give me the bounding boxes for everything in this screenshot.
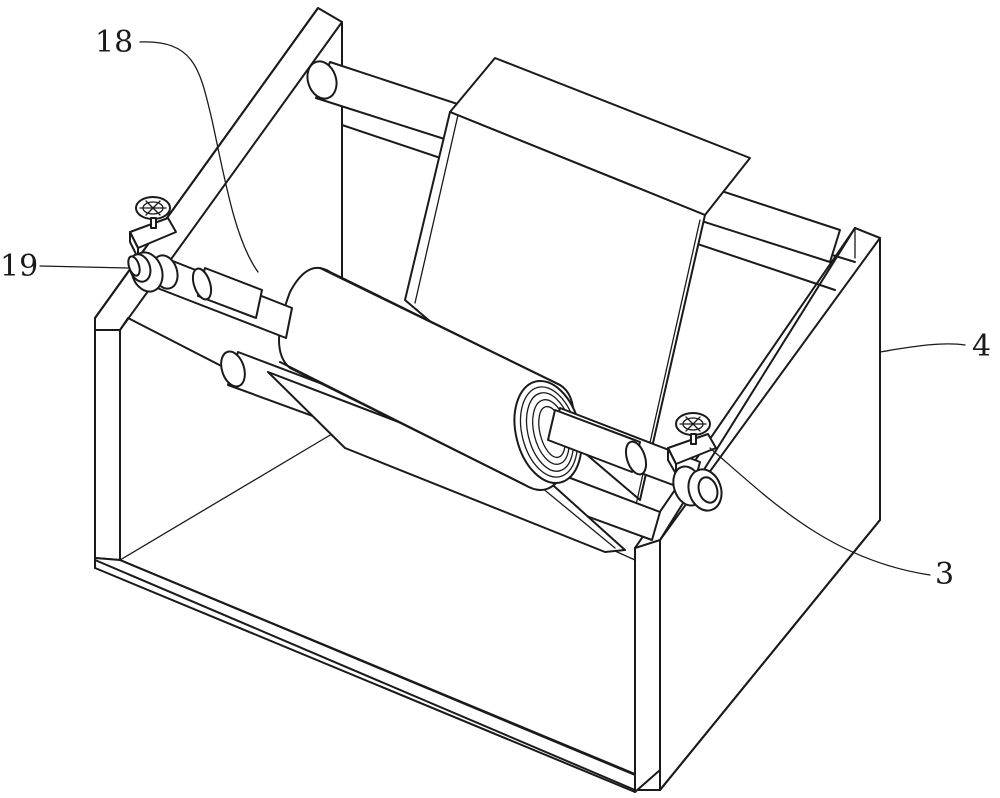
leader-4 <box>879 343 966 353</box>
leader-lines <box>39 41 966 576</box>
front-right-panel <box>634 539 661 793</box>
floor-outer <box>94 557 661 791</box>
leader-3 <box>709 447 931 576</box>
label-4: 4 <box>972 329 991 364</box>
left-knob <box>135 196 171 229</box>
right-knob <box>675 412 711 445</box>
front-left-post <box>94 329 121 561</box>
leader-19 <box>39 265 129 269</box>
label-19: 19 <box>0 249 38 284</box>
leader-18 <box>139 41 259 273</box>
label-18: 18 <box>95 25 133 60</box>
right-side-panel <box>659 227 881 791</box>
label-3: 3 <box>935 557 954 592</box>
right-bearing-clamp <box>667 412 723 512</box>
main-shaft <box>151 254 701 493</box>
left-bearing-clamp <box>127 196 177 293</box>
